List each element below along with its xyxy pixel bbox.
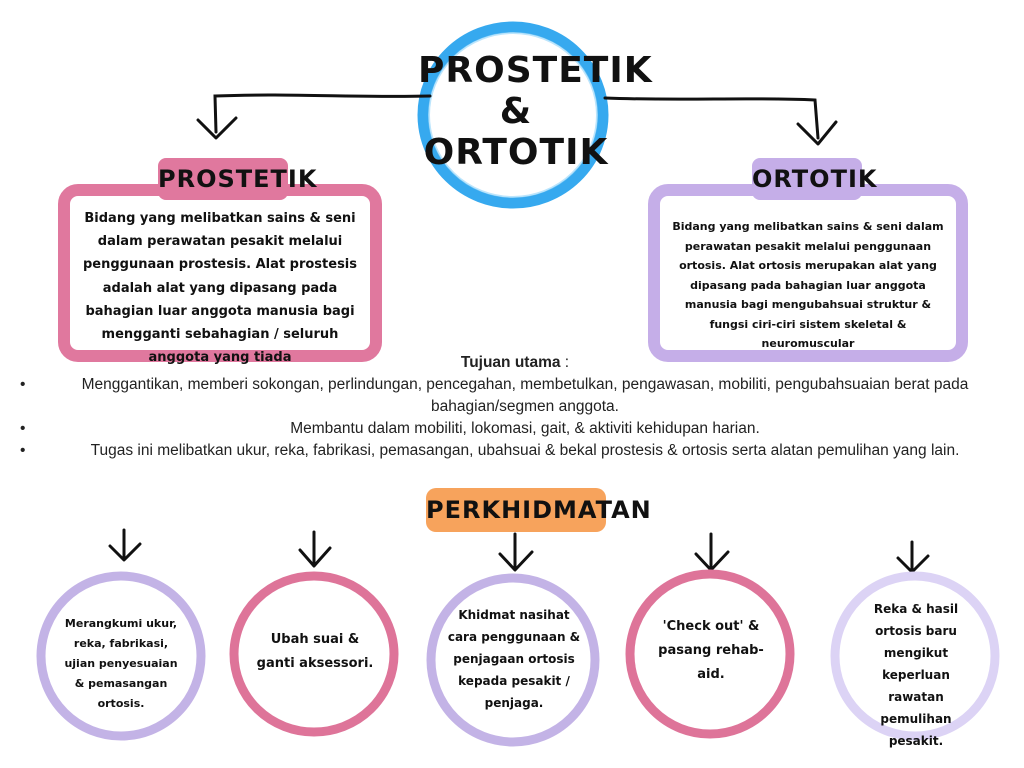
bullet: •	[20, 420, 26, 437]
purpose-heading: Tujuan utama :	[460, 354, 570, 371]
service-text-4: 'Check out' & pasang rehab-aid.	[658, 619, 764, 682]
purpose-section: Tujuan utama : •Menggantikan, memberi so…	[20, 352, 1010, 462]
ortotik-description: Bidang yang melibatkan sains & seni dala…	[672, 220, 944, 350]
service-text-5: Reka & hasil ortosis baru mengikut keper…	[873, 602, 959, 748]
service-text-2: Ubah suai & ganti aksessori.	[256, 632, 374, 671]
service-arrow-4	[694, 532, 730, 572]
service-circle-5	[830, 571, 1000, 741]
perkhidmatan-label-box	[426, 488, 606, 532]
service-text-1: Merangkumi ukur, reka, fabrikasi, ujian …	[64, 617, 178, 710]
service-circle-4	[625, 569, 795, 739]
title-circle	[417, 21, 609, 209]
service-arrow-3	[498, 532, 534, 572]
title-line-2: &	[499, 91, 533, 132]
bullet: •	[20, 376, 26, 393]
service-arrow-1	[108, 528, 142, 562]
arrow-head-left	[196, 116, 238, 140]
list-item: •Membantu dalam mobiliti, lokomasi, gait…	[20, 418, 1010, 440]
arrow-head-right	[796, 120, 838, 146]
service-circle-3	[426, 573, 600, 747]
connector-right	[603, 96, 820, 140]
service-circle-2	[229, 571, 399, 737]
service-circle-1	[36, 571, 206, 741]
purpose-list: •Menggantikan, memberi sokongan, perlind…	[20, 374, 1010, 462]
service-arrow-2	[298, 530, 332, 568]
prostetik-label-box	[158, 158, 288, 200]
title-line-1: PROSTETIK	[418, 50, 653, 91]
perkhidmatan-label: PERKHIDMATAN	[426, 496, 652, 524]
title-line-3: ORTOTIK	[423, 132, 609, 173]
service-text-3: Khidmat nasihat cara penggunaan & penjag…	[447, 608, 581, 710]
connector-left	[213, 93, 432, 134]
ortotik-label-box	[752, 158, 862, 200]
bullet: •	[20, 442, 26, 459]
prostetik-description: Bidang yang melibatkan sains & seni dala…	[82, 211, 357, 366]
list-item: •Tugas ini melibatkan ukur, reka, fabrik…	[20, 440, 1010, 462]
main-title: PROSTETIK & ORTOTIK	[418, 50, 653, 173]
list-item: •Menggantikan, memberi sokongan, perlind…	[20, 376, 969, 415]
service-arrow-5	[896, 540, 930, 574]
ortotik-label: ORTOTIK	[752, 165, 878, 193]
prostetik-label: PROSTETIK	[158, 165, 318, 193]
